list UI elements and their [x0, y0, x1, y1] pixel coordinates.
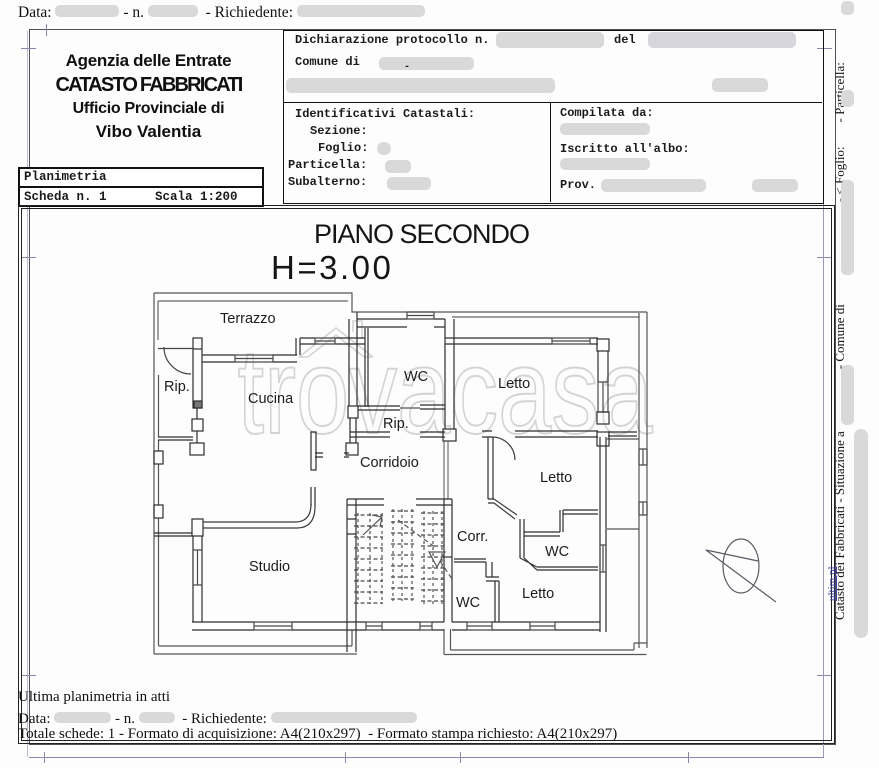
svg-text:Corr.: Corr. [457, 529, 488, 545]
svg-text:Terrazzo: Terrazzo [220, 311, 276, 327]
svg-text:Corridoio: Corridoio [360, 455, 419, 471]
svg-text:WC: WC [456, 595, 480, 611]
svg-text:Rip.: Rip. [164, 379, 190, 395]
svg-text:Letto: Letto [540, 470, 572, 486]
svg-text:Letto: Letto [498, 376, 530, 392]
svg-text:WC: WC [404, 369, 428, 385]
svg-text:Cucina: Cucina [248, 391, 294, 407]
svg-text:Rip.: Rip. [383, 416, 409, 432]
svg-text:WC: WC [545, 544, 569, 560]
svg-text:Studio: Studio [249, 559, 290, 575]
svg-text:Letto: Letto [522, 586, 554, 602]
